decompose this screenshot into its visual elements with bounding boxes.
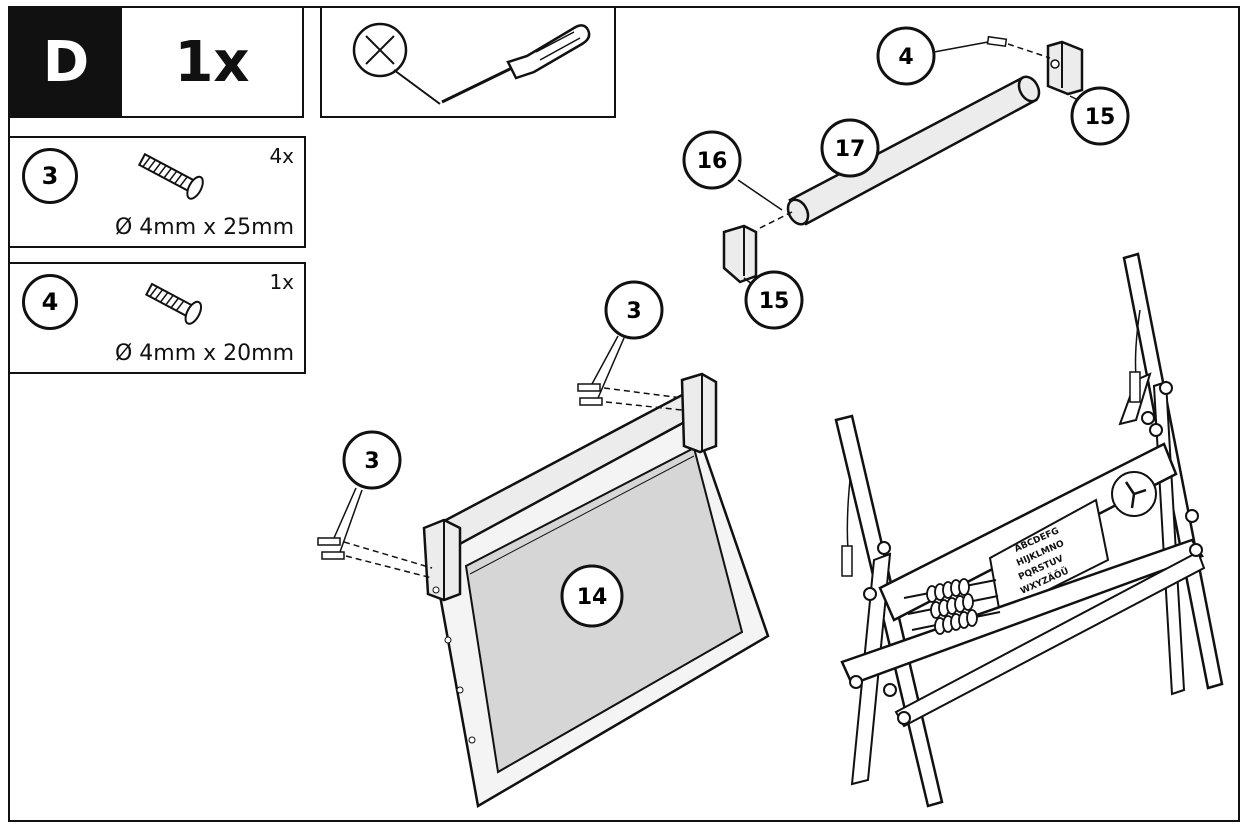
callout-label: 15 bbox=[1085, 105, 1116, 130]
hardware-count: 4x bbox=[269, 144, 294, 168]
screws-part-3-left bbox=[317, 487, 433, 579]
end-bracket-15-left bbox=[722, 224, 758, 284]
hardware-size: Ø 4mm x 20mm bbox=[114, 341, 294, 366]
callout-4: 4 bbox=[876, 26, 936, 86]
callout-label: 4 bbox=[898, 45, 913, 70]
tool-panel bbox=[320, 6, 616, 118]
callout-label: 17 bbox=[835, 137, 866, 162]
callout-label: 3 bbox=[364, 449, 379, 474]
step-quantity: 1x bbox=[174, 29, 250, 95]
hardware-size: Ø 4mm x 25mm bbox=[114, 215, 294, 240]
callout-14: 14 bbox=[560, 564, 624, 628]
screw-icon bbox=[144, 282, 203, 325]
callout-label: 14 bbox=[577, 585, 608, 610]
callout-3-left: 3 bbox=[342, 430, 402, 490]
roller-part-17 bbox=[759, 75, 1041, 229]
callout-label: 16 bbox=[697, 149, 728, 174]
callout-15-right: 15 bbox=[1070, 86, 1130, 146]
screw-part-4 bbox=[986, 35, 1051, 59]
callout-label: 3 bbox=[626, 299, 641, 324]
part-number-3: 3 bbox=[22, 148, 78, 204]
phillips-screwdriver-icon bbox=[352, 22, 591, 105]
hardware-count: 1x bbox=[269, 270, 294, 294]
step-header: D 1x bbox=[8, 6, 304, 118]
screws-part-3-right bbox=[577, 335, 683, 411]
step-letter: D bbox=[10, 8, 122, 116]
diagram-frame bbox=[8, 6, 1240, 822]
end-bracket-15-right bbox=[1046, 40, 1084, 96]
hardware-item-screw-4: 4 1x Ø 4mm x 20mm bbox=[8, 262, 306, 374]
callout-15-left: 15 bbox=[744, 270, 804, 330]
part-number-4: 4 bbox=[22, 274, 78, 330]
roller-assembly bbox=[722, 35, 1087, 285]
easel-frame bbox=[834, 252, 1224, 808]
callout-3-right: 3 bbox=[604, 280, 664, 340]
callout-16: 16 bbox=[682, 130, 742, 190]
hardware-item-screw-3: 3 4x Ø 4mm x 25mm bbox=[8, 136, 306, 248]
callout-17: 17 bbox=[820, 118, 880, 178]
callout-label: 15 bbox=[759, 289, 790, 314]
screw-icon bbox=[137, 152, 204, 200]
